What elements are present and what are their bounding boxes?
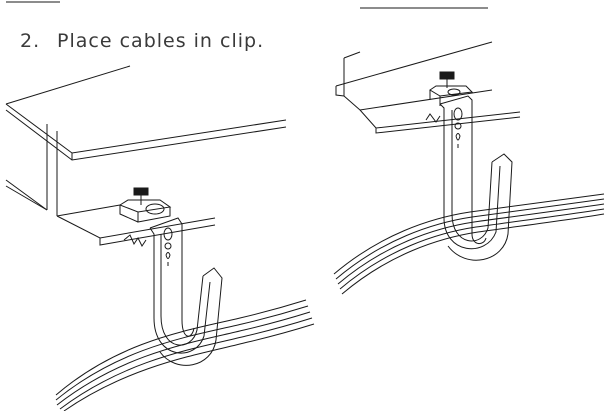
step-text: Place cables in clip.	[57, 30, 265, 52]
i-beam	[5, 65, 287, 246]
cable-bundle-right	[333, 193, 605, 295]
screw-right	[439, 71, 455, 88]
angle-beam	[335, 41, 521, 134]
beam-clamp-left	[118, 199, 172, 247]
beam-clamp-right	[425, 85, 474, 123]
cable-bundle-left	[55, 299, 315, 411]
step-number: 2.	[20, 30, 41, 52]
j-hook-right	[439, 95, 513, 261]
instruction-step: 2. Place cables in clip.	[20, 30, 264, 52]
j-hook-left	[149, 217, 223, 366]
screw-left	[133, 187, 149, 205]
